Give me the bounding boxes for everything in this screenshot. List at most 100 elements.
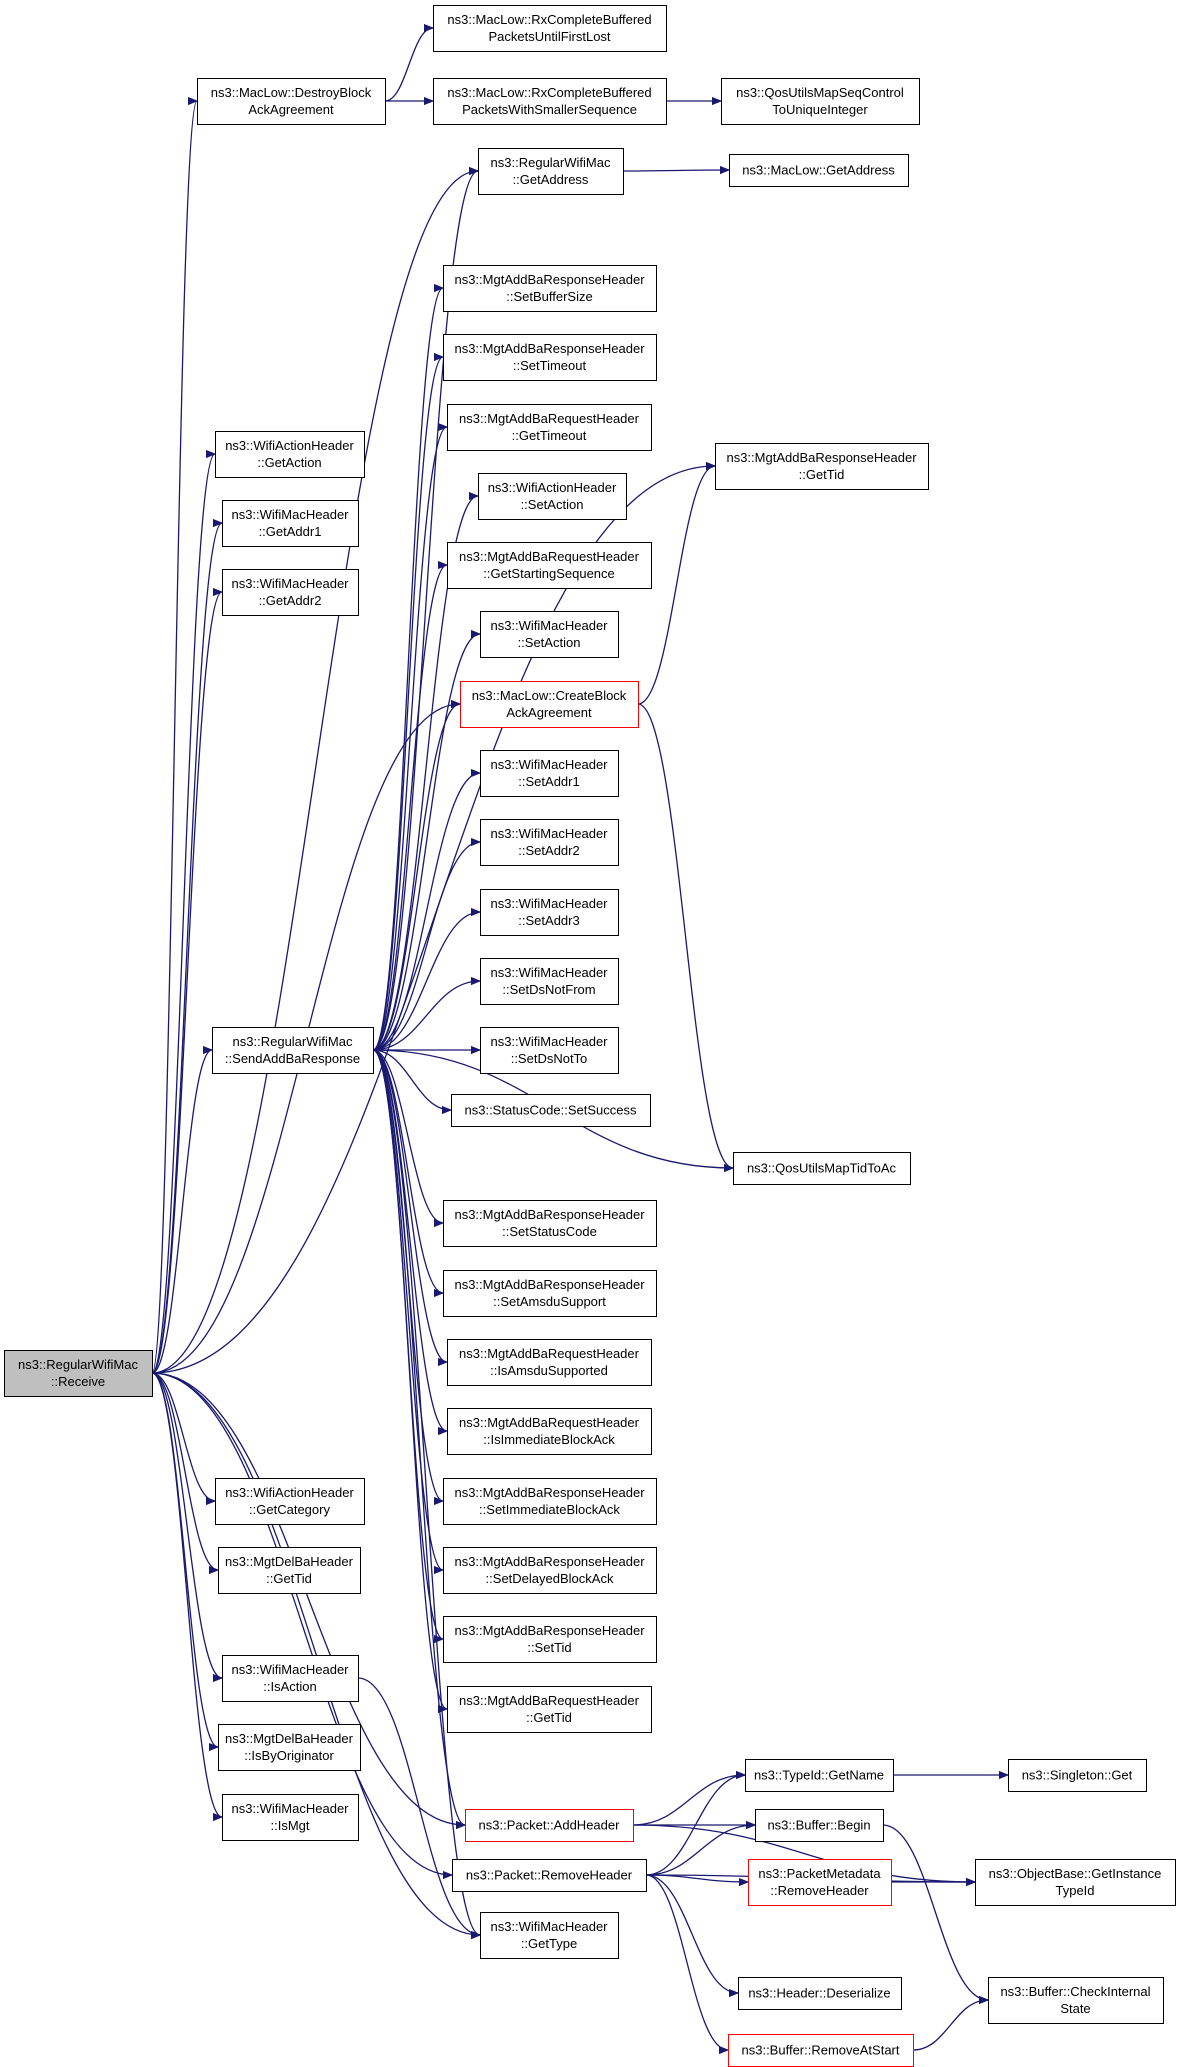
node-respSetAmsdu[interactable]: ns3::MgtAddBaResponseHeader::SetAmsduSup…: [443, 1270, 657, 1317]
node-label: ::SetDelayedBlockAck: [486, 1571, 614, 1586]
node-label: ::GetAddr1: [259, 524, 322, 539]
node-label: ns3::RegularWifiMac: [233, 1034, 353, 1049]
edge-sendAddBa-to-reqGetTimeout: [372, 427, 448, 1051]
node-setAddr2[interactable]: ns3::WifiMacHeader::SetAddr2: [480, 819, 619, 866]
node-reqGetStart[interactable]: ns3::MgtAddBaRequestHeader::GetStartingS…: [447, 542, 652, 589]
node-box: [222, 569, 359, 616]
node-rxSmaller[interactable]: ns3::MacLow::RxCompleteBufferedPacketsWi…: [433, 78, 667, 125]
node-respSetStatus[interactable]: ns3::MgtAddBaResponseHeader::SetStatusCo…: [443, 1200, 657, 1247]
node-label: ns3::WifiMacHeader: [490, 896, 608, 911]
node-box: [433, 78, 667, 125]
edge-isAction-to-getType: [357, 1677, 480, 1935]
edge-removeHeader-to-bufRemoveStart: [645, 1874, 729, 2050]
node-box: [460, 681, 639, 728]
node-qosTid[interactable]: ns3::QosUtilsMapTidToAc: [733, 1152, 911, 1185]
node-setDsNotTo[interactable]: ns3::WifiMacHeader::SetDsNotTo: [480, 1027, 619, 1074]
node-setAddr3[interactable]: ns3::WifiMacHeader::SetAddr3: [480, 889, 619, 936]
edge-sendAddBa-to-setAddr3: [372, 912, 480, 1051]
node-macGetAddr[interactable]: ns3::MacLow::GetAddress: [729, 154, 909, 187]
node-respSetTimeout[interactable]: ns3::MgtAddBaResponseHeader::SetTimeout: [443, 334, 657, 381]
edge-sendAddBa-to-respSetTimeout: [372, 357, 444, 1051]
node-isByOrig[interactable]: ns3::MgtDelBaHeader::IsByOriginator: [218, 1724, 361, 1771]
node-reqIsAmsdu[interactable]: ns3::MgtAddBaRequestHeader::IsAmsduSuppo…: [447, 1339, 652, 1386]
node-qosSeq[interactable]: ns3::QosUtilsMapSeqControlToUniqueIntege…: [721, 78, 920, 125]
node-typeGetName[interactable]: ns3::TypeId::GetName: [745, 1759, 894, 1792]
node-removeHeader[interactable]: ns3::Packet::RemoveHeader: [452, 1859, 647, 1892]
node-box: [443, 1478, 657, 1525]
node-rxFirstLost[interactable]: ns3::MacLow::RxCompleteBufferedPacketsUn…: [433, 5, 667, 52]
edge-sendAddBa-to-setSuccess: [372, 1049, 451, 1110]
node-respSetTid[interactable]: ns3::MgtAddBaResponseHeader::SetTid: [443, 1616, 657, 1663]
node-label: ::GetAddr2: [259, 593, 322, 608]
node-actGetCategory[interactable]: ns3::WifiActionHeader::GetCategory: [215, 1478, 365, 1525]
node-box: [443, 1547, 657, 1594]
node-reqIsImmediate[interactable]: ns3::MgtAddBaRequestHeader::IsImmediateB…: [447, 1408, 652, 1455]
node-bufRemoveStart[interactable]: ns3::Buffer::RemoveAtStart: [728, 2034, 914, 2067]
node-getType[interactable]: ns3::WifiMacHeader::GetType: [480, 1912, 619, 1959]
node-box: [447, 542, 652, 589]
node-label: ns3::MacLow::DestroyBlock: [211, 85, 372, 100]
edge-receive-to-actGetCategory: [151, 1372, 216, 1501]
node-label: ns3::WifiMacHeader: [490, 965, 608, 980]
node-setAddr1[interactable]: ns3::WifiMacHeader::SetAddr1: [480, 750, 619, 797]
node-box: [478, 473, 627, 520]
node-actSetAction[interactable]: ns3::WifiActionHeader::SetAction: [478, 473, 627, 520]
node-isAction[interactable]: ns3::WifiMacHeader::IsAction: [222, 1655, 359, 1702]
node-delGetTid[interactable]: ns3::MgtDelBaHeader::GetTid: [218, 1547, 361, 1594]
node-label: ns3::Packet::RemoveHeader: [466, 1868, 633, 1883]
edge-sendAddBa-to-respSetAmsdu: [372, 1049, 444, 1293]
edge-receive-to-removeHeader: [151, 1372, 452, 1875]
node-label: ns3::MgtDelBaHeader: [225, 1731, 354, 1746]
node-label: ns3::Header::Deserialize: [748, 1986, 890, 2001]
node-getAddr1[interactable]: ns3::WifiMacHeader::GetAddr1: [222, 500, 359, 547]
node-label: ns3::Packet::AddHeader: [479, 1818, 621, 1833]
node-setDsNotFrom[interactable]: ns3::WifiMacHeader::SetDsNotFrom: [480, 958, 619, 1005]
node-regGetAddr[interactable]: ns3::RegularWifiMac::GetAddress: [478, 148, 624, 195]
node-sendAddBa[interactable]: ns3::RegularWifiMac::SendAddBaResponse: [212, 1027, 374, 1074]
edge-sendAddBa-to-addHeader: [372, 1049, 466, 1825]
node-label: ns3::WifiMacHeader: [490, 826, 608, 841]
node-reqGetTid[interactable]: ns3::MgtAddBaRequestHeader::GetTid: [447, 1686, 652, 1733]
node-receive[interactable]: ns3::RegularWifiMac::Receive: [4, 1350, 153, 1397]
node-bufBegin[interactable]: ns3::Buffer::Begin: [755, 1809, 884, 1842]
node-label: ::SetAddr1: [518, 774, 579, 789]
node-label: ::SetAction: [518, 635, 581, 650]
node-macSetAction[interactable]: ns3::WifiMacHeader::SetAction: [480, 611, 619, 658]
edge-receive-to-actGetAction: [151, 454, 216, 1374]
node-respSetImmediate[interactable]: ns3::MgtAddBaResponseHeader::SetImmediat…: [443, 1478, 657, 1525]
node-getAddr2[interactable]: ns3::WifiMacHeader::GetAddr2: [222, 569, 359, 616]
node-respSetBuf[interactable]: ns3::MgtAddBaResponseHeader::SetBufferSi…: [443, 265, 657, 312]
node-respSetDelayed[interactable]: ns3::MgtAddBaResponseHeader::SetDelayedB…: [443, 1547, 657, 1594]
node-addHeader[interactable]: ns3::Packet::AddHeader: [465, 1809, 634, 1842]
node-label: ns3::MgtAddBaRequestHeader: [459, 1415, 640, 1430]
node-headerDeser[interactable]: ns3::Header::Deserialize: [738, 1977, 902, 2010]
node-label: ns3::Buffer::CheckInternal: [1000, 1984, 1150, 1999]
node-label: ::GetTid: [526, 1710, 572, 1725]
node-label: ::SetAddr3: [518, 913, 579, 928]
node-respGetTid[interactable]: ns3::MgtAddBaResponseHeader::GetTid: [715, 443, 929, 490]
node-box: [480, 889, 619, 936]
node-label: ::SetBufferSize: [506, 289, 592, 304]
node-label: ns3::Buffer::RemoveAtStart: [742, 2043, 900, 2058]
node-label: ns3::MacLow::GetAddress: [742, 163, 895, 178]
node-label: ns3::MacLow::CreateBlock: [472, 688, 627, 703]
node-singletonGet[interactable]: ns3::Singleton::Get: [1008, 1759, 1147, 1792]
node-label: ns3::RegularWifiMac: [18, 1357, 138, 1372]
node-metaRemove[interactable]: ns3::PacketMetadata::RemoveHeader: [748, 1859, 892, 1906]
node-label: ns3::WifiMacHeader: [231, 507, 349, 522]
node-reqGetTimeout[interactable]: ns3::MgtAddBaRequestHeader::GetTimeout: [447, 404, 652, 451]
node-box: [451, 1094, 651, 1127]
node-label: ns3::MgtAddBaResponseHeader: [454, 341, 645, 356]
node-actGetAction[interactable]: ns3::WifiActionHeader::GetAction: [215, 431, 365, 478]
edge-receive-to-getAddr2: [151, 592, 223, 1374]
node-setSuccess[interactable]: ns3::StatusCode::SetSuccess: [451, 1094, 651, 1127]
edge-bufBegin-to-bufCheck: [882, 1824, 988, 2000]
edge-destroy-to-rxFirstLost: [384, 28, 434, 102]
node-label: ::GetTid: [266, 1571, 312, 1586]
node-isMgt[interactable]: ns3::WifiMacHeader::IsMgt: [222, 1794, 359, 1841]
edge-sendAddBa-to-setAddr1: [372, 773, 481, 1051]
